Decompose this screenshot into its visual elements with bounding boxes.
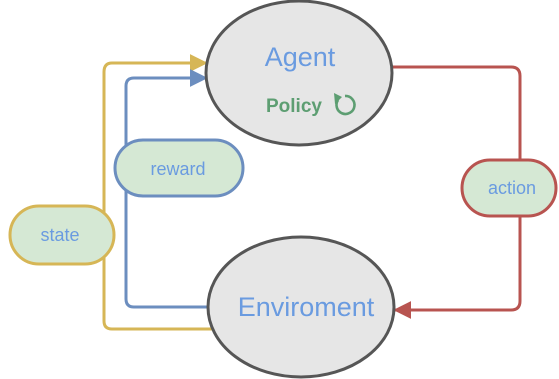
action-pill: action <box>460 158 558 218</box>
reward-label: reward <box>150 159 205 179</box>
reward-pill: reward <box>113 138 245 198</box>
action-label: action <box>488 178 536 198</box>
agent-label: Agent <box>265 42 336 72</box>
policy-label: Policy <box>266 96 322 117</box>
agent-node: Agent Policy <box>204 0 394 147</box>
reward-edge <box>124 69 211 309</box>
environment-label: Enviroment <box>238 292 375 322</box>
environment-node: Enviroment <box>206 235 396 379</box>
refresh-icon <box>334 93 356 116</box>
state-label: state <box>40 225 79 245</box>
state-pill: state <box>8 204 116 266</box>
state-edge <box>102 54 213 331</box>
